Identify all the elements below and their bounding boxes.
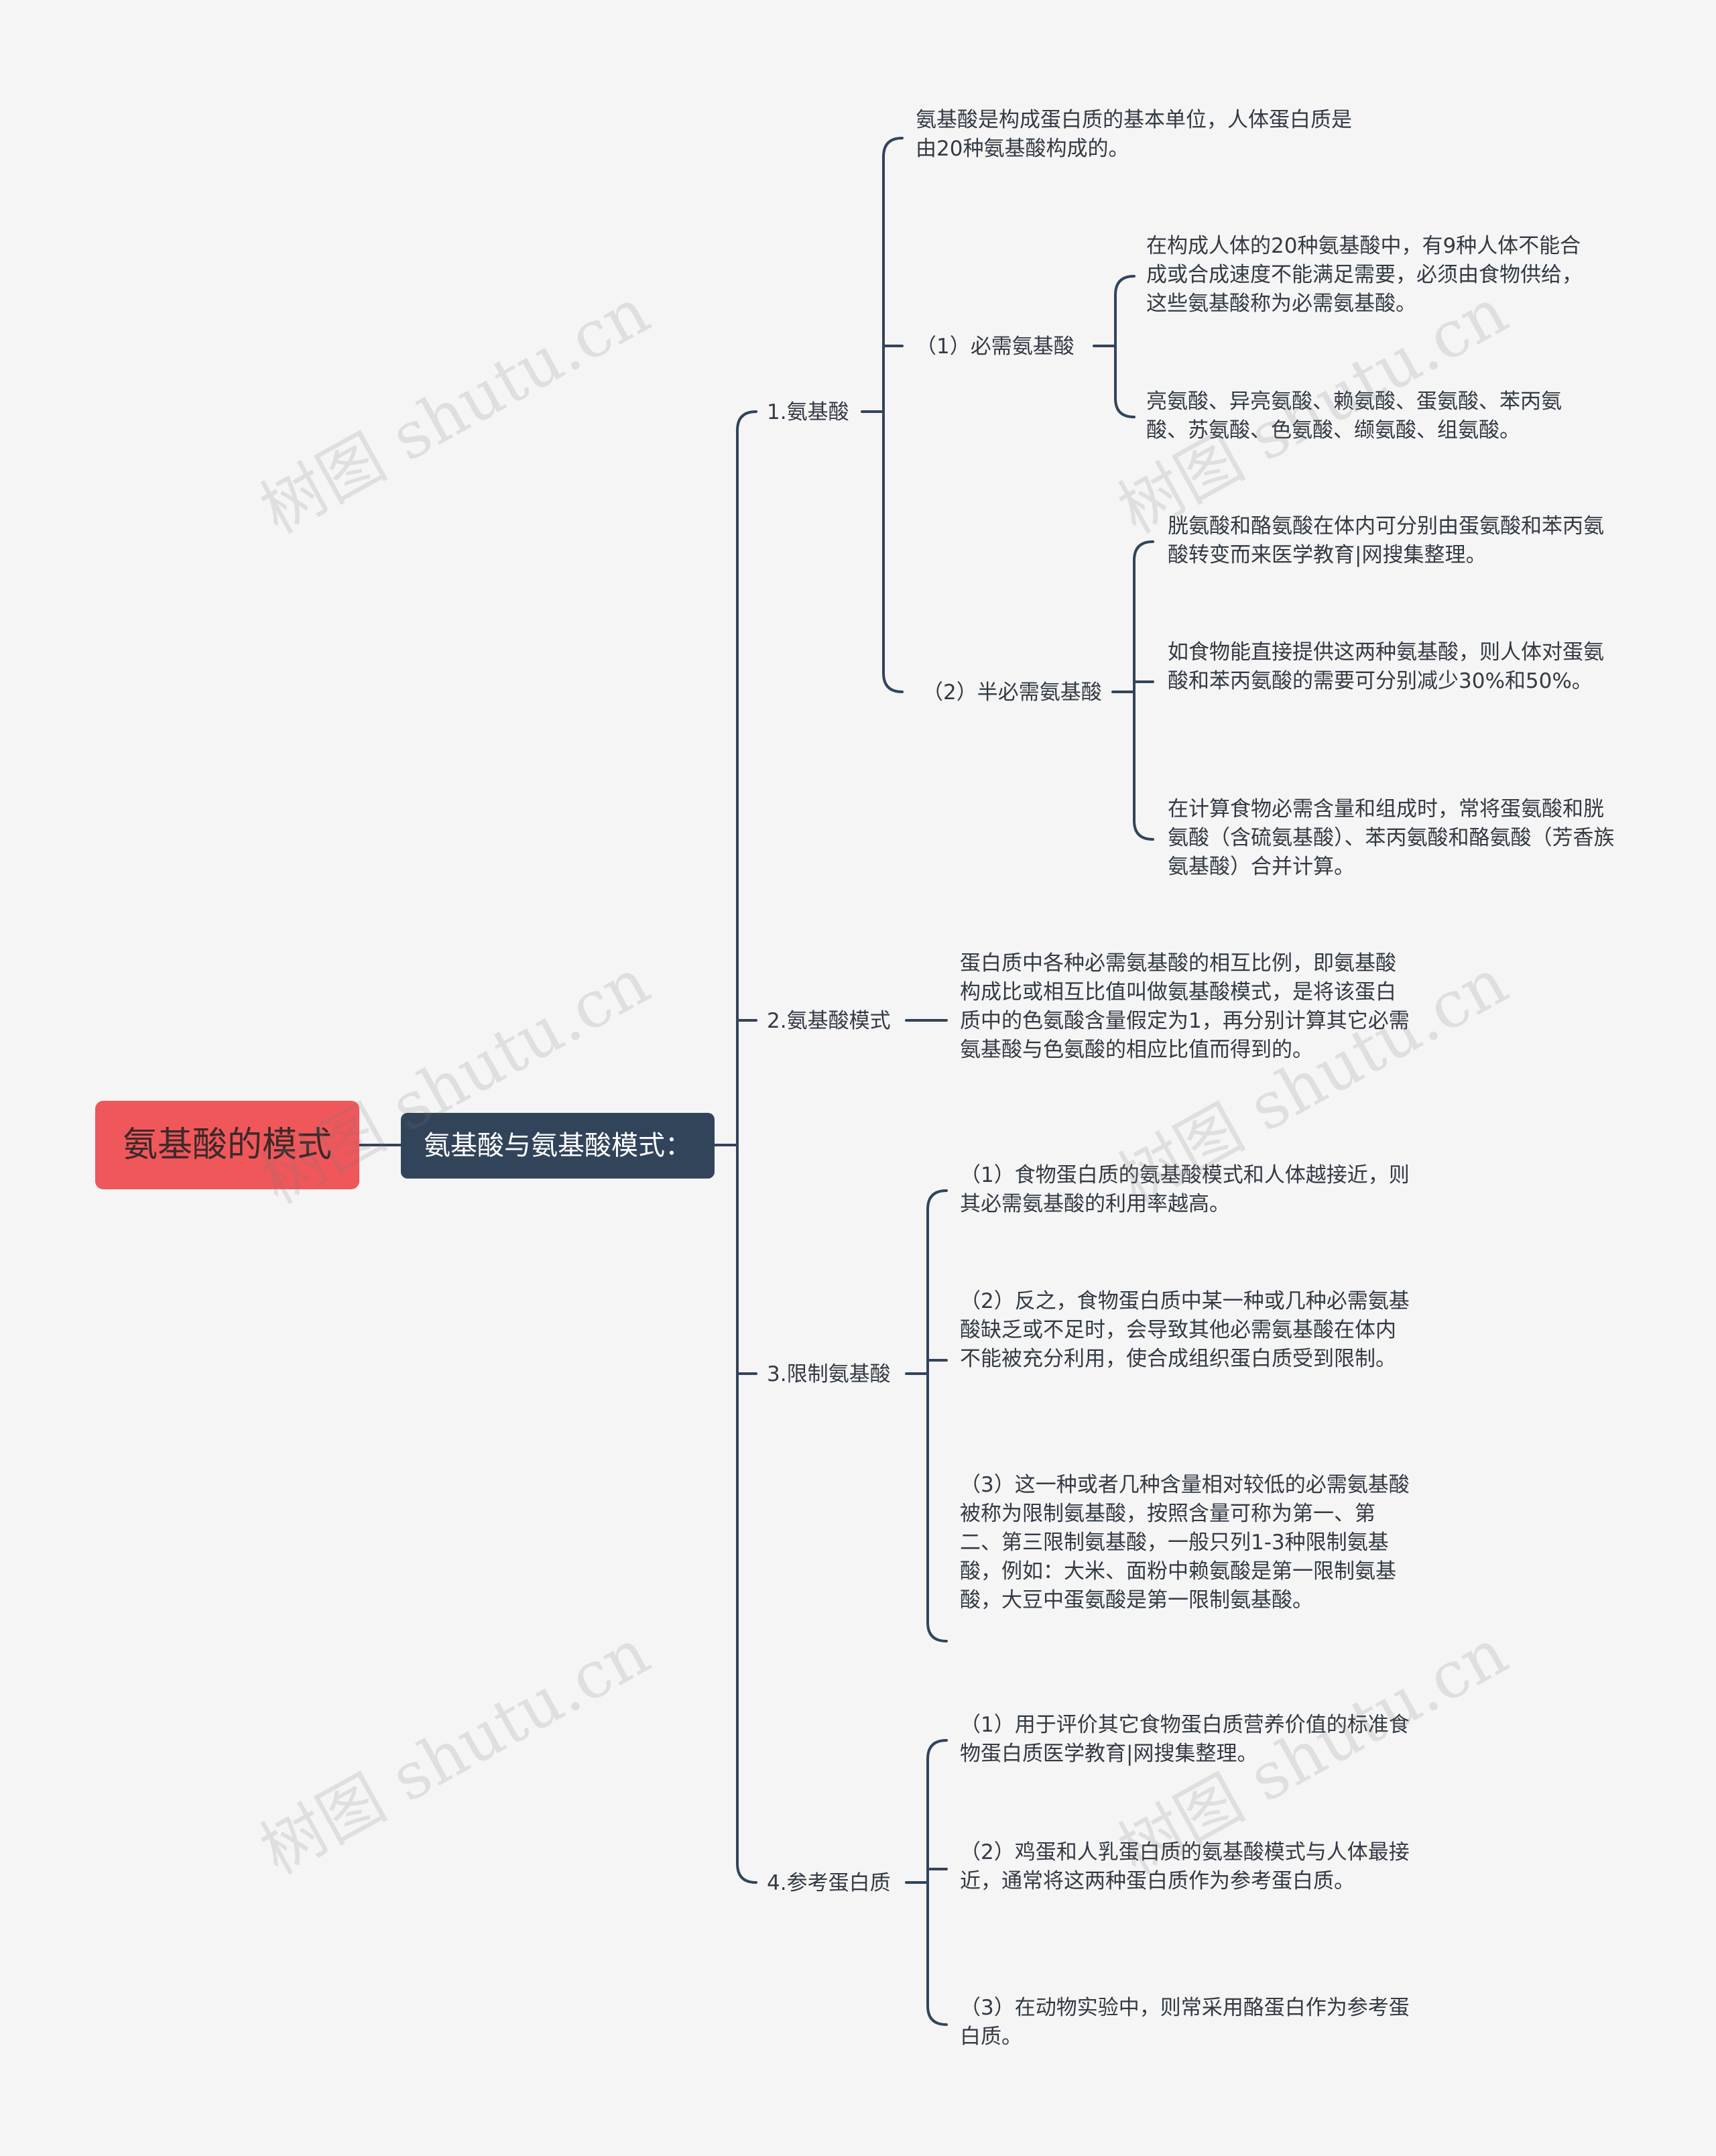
reference-point-2: （2）鸡蛋和人乳蛋白质的氨基酸模式与人体最接近，通常将这两种蛋白质作为参考蛋白质… <box>960 1840 1410 1893</box>
limiting-point-1: （1）食物蛋白质的氨基酸模式和人体越接近，则其必需氨基酸的利用率越高。 <box>960 1163 1410 1216</box>
sub-essential-amino-acid[interactable]: （1）必需氨基酸 <box>916 335 1075 359</box>
essential-definition: 在构成人体的20种氨基酸中，有9种人体不能合成或合成速度不能满足需要，必须由食物… <box>1146 234 1583 316</box>
pattern-definition: 蛋白质中各种必需氨基酸的相互比例，即氨基酸构成比或相互比值叫做氨基酸模式，是将该… <box>960 951 1410 1062</box>
branch-amino-acid[interactable]: 1.氨基酸 <box>767 400 849 424</box>
sub-semi-essential-amino-acid[interactable]: （2）半必需氨基酸 <box>922 680 1102 705</box>
branch-amino-acid-pattern[interactable]: 2.氨基酸模式 <box>767 1009 891 1033</box>
limiting-point-3: （3）这一种或者几种含量相对较低的必需氨基酸被称为限制氨基酸，按照含量可称为第一… <box>960 1473 1410 1612</box>
essential-list: 亮氨酸、异亮氨酸、赖氨酸、蛋氨酸、苯丙氨酸、苏氨酸、色氨酸、缬氨酸、组氨酸。 <box>1146 390 1562 442</box>
reference-point-3: （3）在动物实验中，则常采用酪蛋白作为参考蛋白质。 <box>960 1996 1410 2049</box>
root-topic[interactable]: 氨基酸的模式 <box>95 1101 359 1189</box>
semi-essential-conversion: 胱氨酸和酪氨酸在体内可分别由蛋氨酸和苯丙氨酸转变而来医学教育|网搜集整理。 <box>1168 514 1604 567</box>
amino-acid-intro: 氨基酸是构成蛋白质的基本单位，人体蛋白质是由20种氨基酸构成的。 <box>916 108 1352 161</box>
semi-essential-calculation: 在计算食物必需含量和组成时，常将蛋氨酸和胱氨酸（含硫氨基酸）、苯丙氨酸和酪氨酸（… <box>1168 797 1615 879</box>
limiting-point-2: （2）反之，食物蛋白质中某一种或几种必需氨基酸缺乏或不足时，会导致其他必需氨基酸… <box>960 1289 1410 1371</box>
branch-reference-protein[interactable]: 4.参考蛋白质 <box>767 1871 891 1895</box>
branch-limiting-amino-acid[interactable]: 3.限制氨基酸 <box>767 1362 891 1386</box>
main-topic[interactable]: 氨基酸与氨基酸模式： <box>401 1113 715 1179</box>
semi-essential-reduction: 如食物能直接提供这两种氨基酸，则人体对蛋氨酸和苯丙氨酸的需要可分别减少30%和5… <box>1168 640 1604 693</box>
reference-point-1: （1）用于评价其它食物蛋白质营养价值的标准食物蛋白质医学教育|网搜集整理。 <box>960 1713 1410 1766</box>
